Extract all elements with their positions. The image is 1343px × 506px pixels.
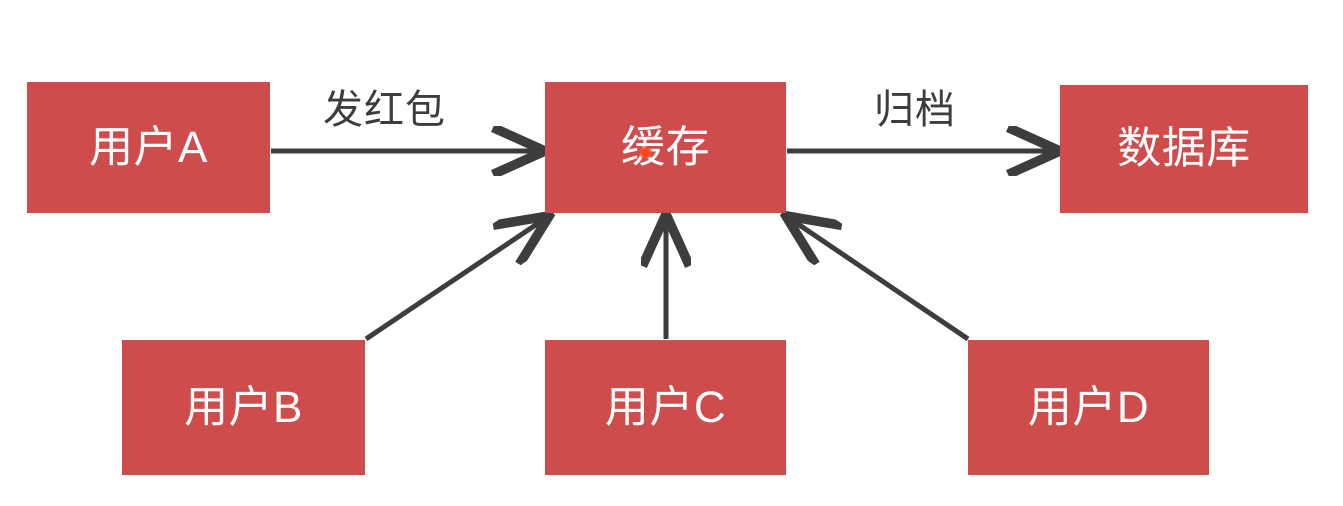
node-user-b-label: 用户B — [184, 382, 303, 432]
node-database[interactable]: 数据库 — [1060, 85, 1308, 213]
node-user-a[interactable]: 用户A — [27, 82, 270, 213]
edge-user-b-to-cache — [364, 218, 546, 342]
node-cache-label: 缓存 — [621, 122, 710, 172]
node-user-d-label: 用户D — [1027, 382, 1150, 432]
node-user-c-label: 用户C — [604, 382, 727, 432]
node-user-d[interactable]: 用户D — [968, 340, 1209, 475]
node-user-b[interactable]: 用户B — [122, 340, 365, 475]
node-database-label: 数据库 — [1117, 124, 1251, 173]
node-user-c[interactable]: 用户C — [545, 340, 786, 475]
node-user-a-label: 用户A — [89, 122, 208, 172]
edge-label-send-red-packet: 发红包 — [323, 88, 446, 132]
edge-user-d-to-cache — [789, 218, 970, 342]
edge-label-archive: 归档 — [874, 88, 956, 132]
node-cache[interactable]: 缓存 — [545, 82, 786, 213]
